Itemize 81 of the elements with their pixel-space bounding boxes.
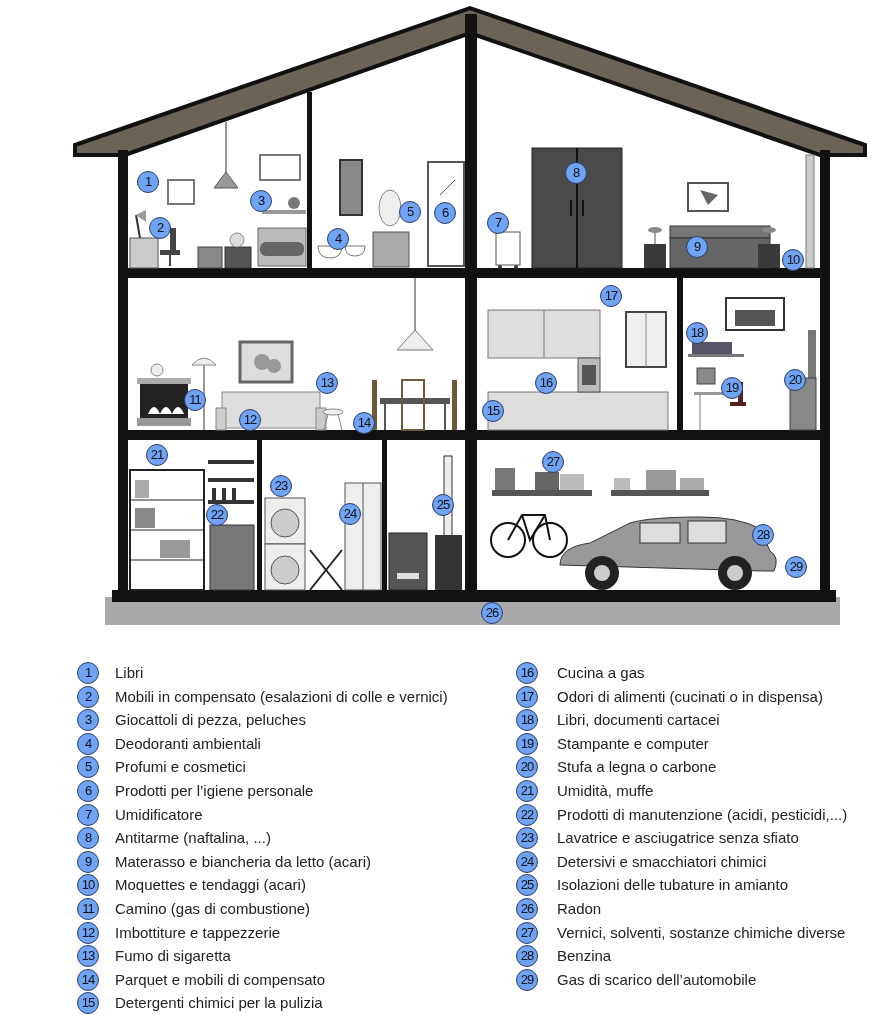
callout-number: 15 (77, 992, 99, 1015)
callout-number: 26 (516, 898, 538, 920)
legend-text: Antitarme (naftalina, ...) (115, 829, 271, 848)
callout-number: 3 (77, 709, 99, 732)
callout-number: 25 (516, 874, 538, 897)
callout-number: 22 (516, 803, 538, 826)
callout-number: 12 (77, 921, 99, 944)
legend-text: Detersivi e smacchiatori chimici (557, 852, 767, 871)
callout-number: 16 (535, 372, 557, 394)
callout-number: 14 (353, 412, 375, 434)
callout-number: 7 (77, 803, 99, 826)
legend-text: Umidità, muffe (557, 782, 654, 800)
callout-number: 23 (516, 827, 538, 850)
legend-text: Parquet e mobili di compensato (115, 970, 326, 989)
callout-number: 13 (316, 372, 338, 394)
legend-text: Cucina a gas (557, 664, 645, 682)
legend-text: Gas di scarico dell’automobile (557, 970, 757, 989)
callout-number: 17 (516, 685, 538, 708)
callout-number: 16 (516, 662, 538, 684)
callout-number: 23 (270, 475, 292, 497)
callout-number: 14 (77, 968, 99, 991)
callout-number: 3 (250, 190, 272, 212)
legend-text: Deodoranti ambientali (115, 734, 261, 753)
callout-number: 21 (146, 444, 168, 466)
callout-number: 4 (77, 732, 99, 755)
callout-number: 1 (137, 171, 159, 193)
callout-number: 18 (686, 322, 708, 344)
callout-number: 19 (721, 377, 743, 399)
callout-number: 11 (77, 898, 99, 920)
callout-number: 7 (487, 212, 509, 234)
callout-number: 13 (77, 945, 99, 968)
legend-text: Materasso e biancheria da letto (acari) (115, 852, 371, 871)
legend-text: Prodotti di manutenzione (acidi, pesticidi,...) (557, 805, 848, 824)
callout-number: 10 (782, 249, 804, 271)
callout-number: 27 (542, 451, 564, 473)
callout-number: 17 (600, 285, 622, 307)
callout-number: 18 (516, 709, 538, 732)
callout-number: 5 (399, 201, 421, 223)
callout-number: 19 (516, 732, 538, 755)
legend-text: Isolazioni delle tubature in amianto (557, 876, 788, 895)
callout-number: 10 (77, 874, 99, 897)
callout-number: 15 (482, 400, 504, 422)
callout-number: 22 (206, 504, 228, 526)
callout-number: 2 (149, 217, 171, 239)
legend-text: Moquettes e tendaggi (acari) (115, 876, 306, 895)
callout-number: 28 (752, 524, 774, 546)
callout-number: 8 (77, 827, 99, 850)
legend-text: Lavatrice e asciugatrice senza sfiato (557, 829, 799, 848)
legend-text: Stufa a legna o carbone (557, 758, 717, 777)
callout-number: 9 (77, 850, 99, 873)
legend-text: Detergenti chimici per la pulizia (115, 994, 323, 1013)
legend-text: Radon (557, 900, 602, 918)
callout-number: 1 (77, 662, 99, 684)
callout-number: 29 (785, 556, 807, 578)
callout-number: 25 (432, 494, 454, 516)
callout-number: 20 (516, 756, 538, 779)
callout-number: 6 (77, 780, 99, 802)
callout-number: 21 (516, 780, 538, 802)
legend-text: Umidificatore (115, 805, 203, 824)
legend-text: Profumi e cosmetici (115, 758, 246, 777)
legend-text: Stampante e computer (557, 734, 709, 753)
callout-number: 28 (516, 945, 538, 968)
callout-number: 2 (77, 685, 99, 708)
legend-text: Libri, documenti cartacei (557, 711, 720, 730)
callout-number: 20 (784, 369, 806, 391)
callout-number: 4 (327, 228, 349, 250)
legend-text: Vernici, solventi, sostanze chimiche diverse (557, 923, 846, 942)
legend-text: Mobili in compensato (esalazioni di colle e vernici) (115, 687, 448, 706)
callout-number: 24 (516, 850, 538, 873)
legend-text: Camino (gas di combustione) (115, 900, 311, 918)
legend-text: Giocattoli di pezza, peluches (115, 711, 306, 730)
callout-number: 27 (516, 921, 538, 944)
callout-number: 5 (77, 756, 99, 779)
callout-number: 24 (339, 503, 361, 525)
legend-text: Benzina (557, 947, 612, 966)
legend-text: Odori di alimenti (cucinati o in dispensa) (557, 687, 823, 706)
legend-text: Fumo di sigaretta (115, 947, 231, 966)
callout-number: 29 (516, 968, 538, 991)
legend-text: Libri (115, 664, 144, 682)
legend-text: Imbottiture e tappezzerie (115, 923, 281, 942)
legend-text: Prodotti per l’igiene personale (115, 782, 314, 800)
